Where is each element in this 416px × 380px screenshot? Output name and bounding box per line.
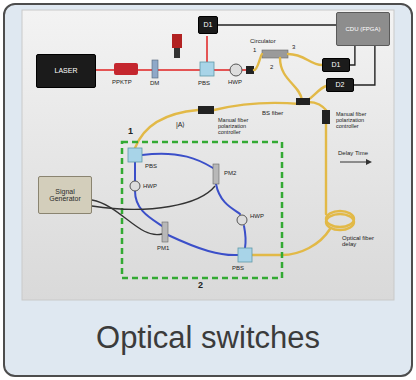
node-text: D1 <box>204 21 213 28</box>
laser-box: LASER <box>36 54 96 88</box>
part-label: DM <box>150 80 159 86</box>
part-label: HWP <box>143 183 157 189</box>
detector-box: D2 <box>326 78 354 92</box>
part-label: 1 <box>253 47 256 53</box>
node-text: Signal Generator <box>42 188 88 203</box>
part-label: Manual fiber polarization controller <box>336 112 380 129</box>
signal-generator-box: Signal Generator <box>38 176 92 214</box>
part-label: Manual fiber polarization controller <box>218 118 262 135</box>
part-label: PBS <box>198 80 210 86</box>
callout-number: 2 <box>198 281 203 290</box>
cable-connector <box>218 25 336 26</box>
part-label: HWP <box>250 213 264 219</box>
part-label: PBS <box>232 265 244 271</box>
node-text: CDU (FPGA) <box>346 26 381 32</box>
part-label: PM1 <box>157 245 169 251</box>
node-text: D1 <box>332 61 341 68</box>
fpga-box: CDU (FPGA) <box>336 12 390 46</box>
part-label: PBS <box>145 163 157 169</box>
part-label: 3 <box>292 44 295 50</box>
detector-box: D1 <box>198 16 218 34</box>
part-label: PPKTP <box>112 79 132 85</box>
part-label: Optical fiber delay <box>342 235 378 248</box>
callout-number: 1 <box>128 127 133 136</box>
cable-connector <box>350 46 355 65</box>
part-label: PM2 <box>224 170 236 176</box>
cable-connector <box>354 46 375 85</box>
part-label: Circulator <box>250 38 276 44</box>
part-label: BS fiber <box>262 110 283 116</box>
node-text: LASER <box>55 67 78 74</box>
part-label: HWP <box>228 79 242 85</box>
node-text: D2 <box>336 81 345 88</box>
detector-box: D1 <box>322 58 350 72</box>
caption-text: Optical switches <box>0 318 416 358</box>
part-label: |A⟩ <box>176 121 186 128</box>
part-label: 2 <box>270 64 273 70</box>
part-label: Delay Time <box>338 150 368 156</box>
